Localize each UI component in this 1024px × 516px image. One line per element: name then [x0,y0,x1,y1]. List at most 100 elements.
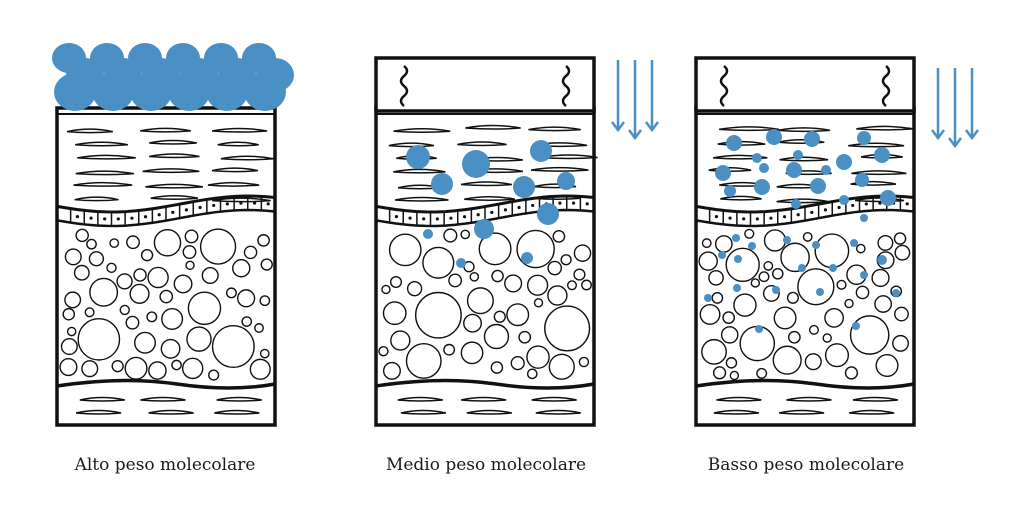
tissue-fiber [75,141,129,147]
dermis-cell [443,228,458,243]
dermis-cell [877,234,894,251]
epidermis-lower-line [56,208,276,228]
dermis-cell [855,285,870,300]
dermis-cell [66,326,77,337]
tissue-fiber [851,170,907,176]
molecule [880,190,896,206]
tissue-fiber [394,196,449,202]
dermis-cell [771,267,784,280]
molecule [206,73,248,111]
dermis-cell [744,228,755,239]
molecule [766,129,782,145]
tissue-fiber [528,126,581,132]
tissue-fiber [457,141,507,147]
molecule [786,162,802,178]
dermis-cell [733,293,757,317]
tissue-fiber [531,396,577,402]
pressure-arrow-head [645,121,659,133]
tissue-fiber [73,181,133,187]
cell-nucleus [851,203,855,208]
molecule [821,165,831,175]
cell-nucleus [742,217,746,221]
tissue-fiber [779,156,829,162]
dermis-cell [758,271,770,283]
dermis-cell [232,259,251,278]
dermis-cell [187,291,222,326]
dermis-cell [874,295,893,313]
tissue-fiber [79,396,125,402]
molecule [829,264,837,272]
cell-nucleus [558,201,562,205]
dermis-cell [518,330,532,344]
tissue-fiber [207,181,260,187]
tissue-fiber [716,396,762,402]
dermis-cell [855,243,866,254]
dermis-cell [814,233,850,269]
molecule [734,255,742,263]
cell-nucleus [157,213,161,217]
tissue-fiber [75,170,134,176]
molecule [513,176,535,198]
cell-nucleus [143,215,148,219]
dermis-cell [181,357,204,380]
molecule [850,239,858,247]
dermis-cell [460,229,471,240]
dermis-cell [894,306,909,322]
dermis-cell [406,280,423,297]
dermis-cell [849,315,890,355]
dermis-cell [722,311,736,324]
dermis-cell [125,315,140,330]
cell-nucleus [490,210,494,214]
dermis-cell [773,306,797,330]
tissue-fiber [397,396,443,402]
molecule [530,140,552,162]
dermis-cell [504,274,523,293]
dermis-cell [725,357,738,369]
cell-nucleus [837,205,841,210]
cell-nucleus [531,203,535,208]
tissue-fiber [860,153,903,159]
molecule [860,214,868,222]
cell-nucleus [212,203,216,208]
dermis-cell [544,305,591,352]
dermis-cell [893,232,907,245]
molecule [812,241,820,249]
molecule [748,242,756,250]
molecule [772,286,780,294]
dermis-cell [208,369,220,381]
dermis-cell [89,277,119,307]
dermis-cell [510,356,525,371]
dermis-cell [526,368,538,380]
cell-nucleus [810,210,814,214]
dermis-cell [466,287,494,315]
dermis-cell [84,307,95,318]
cell-nucleus [728,216,732,220]
molecule [892,289,900,297]
cell-nucleus [878,201,882,205]
molecule [874,147,890,163]
tissue-fiber [534,183,577,189]
tissue-fiber [211,127,268,133]
spring-icon [881,65,891,107]
panel-label-low: Basso peso molecolare [707,455,905,475]
dermis-cell [573,244,592,262]
dermis-cell [463,313,482,333]
molecule [423,229,433,239]
molecule [726,135,742,151]
molecule [804,131,820,147]
molecule [456,258,466,268]
dermis-cell [257,234,270,247]
dermis-cell [201,266,219,285]
dermis-cell [548,353,575,380]
dermis-cell [225,287,237,299]
dermis-cell [787,330,801,344]
cell-nucleus [198,205,202,210]
panel-label-high: Alto peso molecolare [74,455,256,475]
dermis-cell [750,278,761,288]
cell-nucleus [714,214,719,219]
cell-nucleus [239,201,243,205]
dermis-cell [490,361,504,374]
dermis-cell [260,258,273,271]
dermis-cell [763,229,787,252]
